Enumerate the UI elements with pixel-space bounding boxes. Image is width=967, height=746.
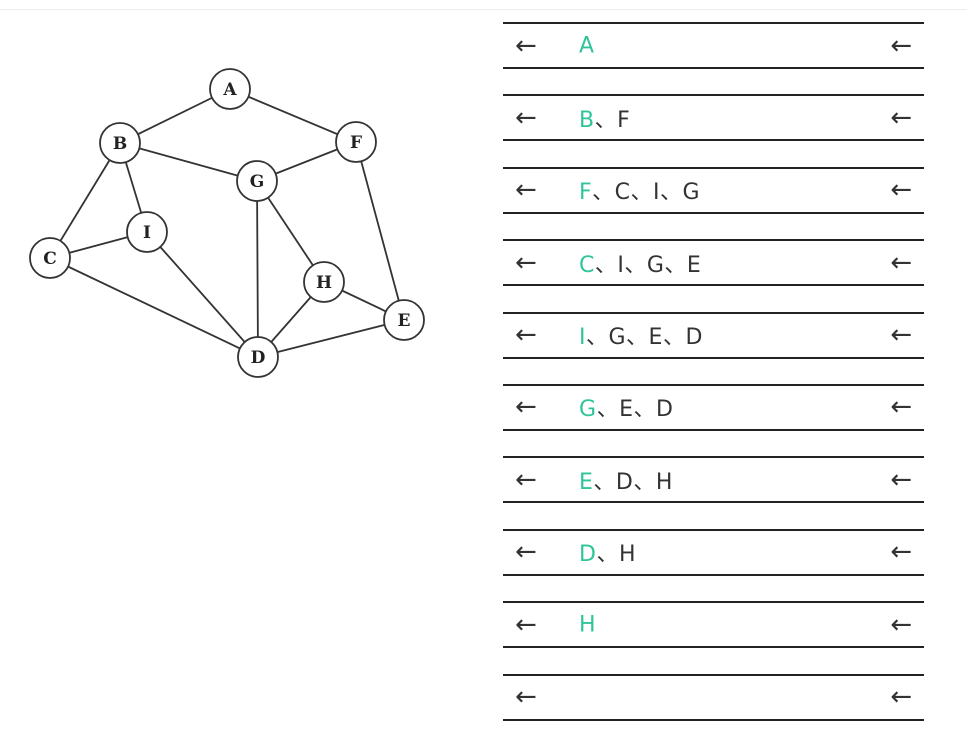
- queue-row: ← I、G、E、D ←: [503, 311, 924, 359]
- node-label: A: [222, 80, 237, 100]
- queue-content: B、F: [579, 102, 630, 134]
- node-circle: [236, 160, 278, 202]
- queue-content: F、C、I、G: [579, 174, 700, 206]
- arrow-left-icon: ←: [515, 30, 537, 61]
- edge-g-d: [256, 180, 259, 358]
- node-label: I: [143, 223, 151, 243]
- node-h: H: [303, 261, 345, 303]
- queue-row: ← H ←: [503, 601, 924, 649]
- queue-head: B: [579, 107, 595, 133]
- queue-row: ← B、F ←: [503, 94, 924, 142]
- node-d: D: [237, 336, 279, 378]
- edge-c-d: [49, 257, 259, 358]
- arrow-left-icon: ←: [515, 682, 537, 713]
- node-label: D: [251, 348, 266, 368]
- queue-content: E、D、H: [579, 464, 673, 496]
- queue-content: I、G、E、D: [579, 319, 703, 351]
- arrow-left-icon: ←: [890, 537, 912, 568]
- arrow-left-icon: ←: [515, 537, 537, 568]
- node-label: C: [43, 249, 57, 269]
- edge-b-c: [49, 142, 121, 259]
- queue-head: F: [579, 180, 593, 206]
- arrow-left-icon: ←: [515, 609, 537, 640]
- node-e: E: [383, 299, 425, 341]
- graph-nodes: A B F G I C H E D: [29, 68, 425, 378]
- node-c: C: [29, 237, 71, 279]
- arrow-left-icon: ←: [515, 464, 537, 495]
- arrow-left-icon: ←: [515, 320, 537, 351]
- queue-content: H: [579, 612, 596, 637]
- node-label: E: [398, 311, 411, 331]
- queue-head: G: [579, 397, 597, 423]
- arrow-left-icon: ←: [890, 30, 912, 61]
- arrow-left-icon: ←: [890, 609, 912, 640]
- queue-head: I: [579, 325, 586, 351]
- node-label: F: [350, 133, 362, 153]
- queue-trace: ←A←←B、F←←F、C、I、G←←C、I、G、E←←I、G、E、D←←G、E、…: [503, 22, 924, 746]
- node-label: B: [113, 134, 127, 154]
- top-divider: [0, 9, 967, 10]
- edge-i-d: [146, 231, 259, 358]
- node-i: I: [126, 211, 168, 253]
- arrow-left-icon: ←: [890, 392, 912, 423]
- node-circle: [126, 211, 168, 253]
- edge-f-e: [355, 141, 405, 321]
- node-label: H: [316, 273, 332, 293]
- queue-rest: 、D、H: [593, 469, 673, 495]
- queue-content: G、E、D: [579, 391, 673, 423]
- queue-row: ← E、D、H ←: [503, 456, 924, 504]
- queue-row: ← G、E、D ←: [503, 383, 924, 431]
- queue-content: D、H: [579, 536, 636, 568]
- queue-head: H: [579, 612, 597, 638]
- queue-head: C: [579, 252, 595, 278]
- edge-e-d: [257, 319, 405, 358]
- arrow-left-icon: ←: [890, 102, 912, 133]
- node-b: B: [99, 122, 141, 164]
- edge-b-g: [119, 142, 258, 182]
- node-f: F: [335, 121, 377, 163]
- queue-rest: 、H: [596, 542, 636, 568]
- node-circle: [209, 68, 251, 110]
- arrow-left-icon: ←: [515, 392, 537, 423]
- queue-rest: 、G、E、D: [586, 325, 703, 351]
- node-circle: [383, 299, 425, 341]
- queue-rest: 、E、D: [596, 397, 674, 423]
- queue-row: ← A ←: [503, 22, 924, 69]
- queue-rest: 、I、G、E: [594, 252, 702, 278]
- queue-row: ← D、H ←: [503, 528, 924, 576]
- graph-diagram: A B F G I C H E D: [29, 68, 425, 378]
- arrow-left-icon: ←: [515, 102, 537, 133]
- queue-row: ← F、C、I、G ←: [503, 166, 924, 214]
- queue-row: ←←: [503, 673, 924, 721]
- edge-a-f: [229, 88, 357, 143]
- node-label: G: [250, 172, 265, 192]
- queue-head: D: [579, 542, 597, 568]
- arrow-left-icon: ←: [890, 320, 912, 351]
- queue-rest: 、C、I、G: [592, 180, 701, 206]
- queue-row: ← C、I、G、E ←: [503, 239, 924, 287]
- queue-content: C、I、G、E: [579, 247, 701, 279]
- node-circle: [303, 261, 345, 303]
- node-circle: [99, 122, 141, 164]
- arrow-left-icon: ←: [515, 175, 537, 206]
- node-circle: [237, 336, 279, 378]
- queue-head: A: [579, 33, 595, 58]
- queue-head: E: [579, 469, 594, 495]
- arrow-left-icon: ←: [890, 464, 912, 495]
- arrow-left-icon: ←: [515, 247, 537, 278]
- arrow-left-icon: ←: [890, 247, 912, 278]
- queue-rest: 、F: [594, 107, 631, 133]
- node-g: G: [236, 160, 278, 202]
- node-a: A: [209, 68, 251, 110]
- node-circle: [335, 121, 377, 163]
- arrow-left-icon: ←: [890, 682, 912, 713]
- arrow-left-icon: ←: [890, 175, 912, 206]
- queue-content: A: [579, 33, 595, 58]
- node-circle: [29, 237, 71, 279]
